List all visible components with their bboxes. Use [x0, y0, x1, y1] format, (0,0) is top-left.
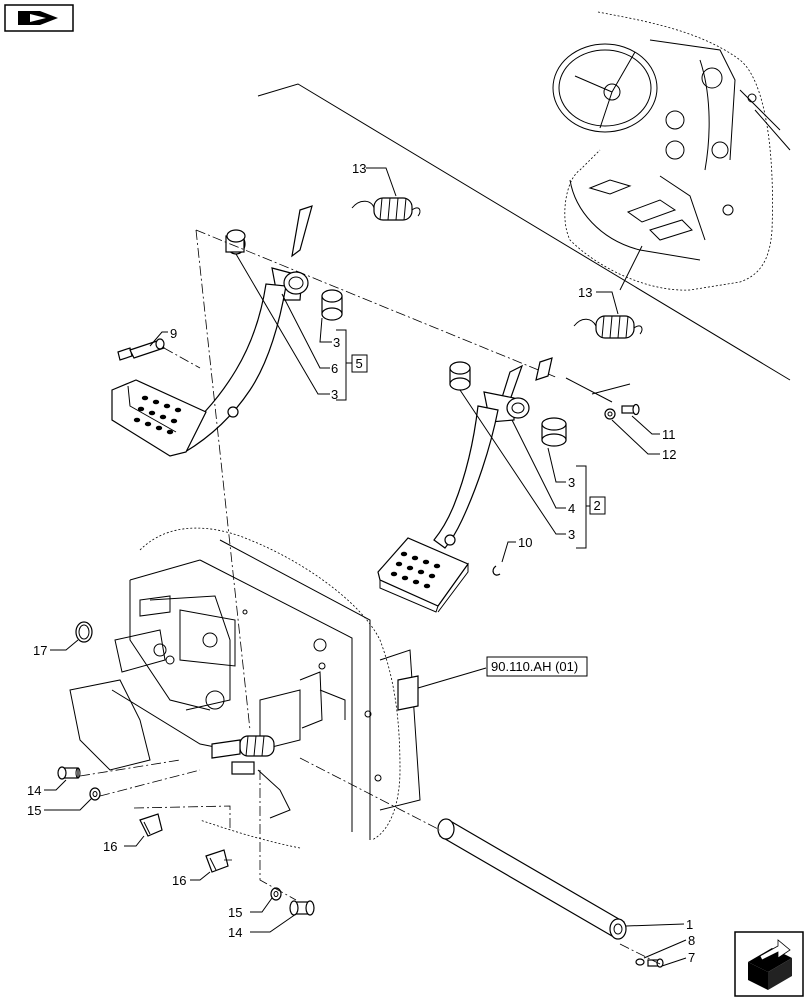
leader-1: [625, 923, 685, 927]
callout-4: 4: [568, 501, 575, 516]
callout-6: 6: [331, 361, 338, 376]
callout-13a: 13: [352, 161, 366, 176]
book-open-icon[interactable]: [4, 4, 74, 32]
leader-8: [643, 939, 687, 959]
group-label-5: 5: [356, 356, 363, 371]
leader-13b: [596, 291, 619, 315]
pin-14-left: [57, 766, 81, 780]
callout-14a: 14: [27, 783, 41, 798]
bushing-lower-left: [449, 361, 471, 391]
pedal-grip-dots-lower: [390, 551, 441, 589]
group-label-2: 2: [594, 498, 601, 513]
nut-12: [604, 408, 616, 420]
leader-6: [281, 293, 330, 369]
leader-3d: [459, 389, 566, 535]
leader-12: [611, 419, 660, 455]
reference-box-label: 90.110.AH (01): [491, 659, 578, 674]
frame-line: [257, 83, 791, 381]
clip-16-left: [139, 813, 163, 837]
leader-17: [50, 639, 79, 651]
callout-17: 17: [33, 643, 47, 658]
leader-16a: [124, 835, 145, 847]
bushing-upper-left: [225, 229, 246, 255]
retaining-clip-10: [492, 565, 501, 576]
callout-10: 10: [518, 535, 532, 550]
callout-16a: 16: [103, 839, 117, 854]
callout-3a: 3: [333, 335, 340, 350]
callout-8: 8: [688, 933, 695, 948]
reference-box[interactable]: [486, 656, 588, 677]
leader-3b: [235, 253, 330, 395]
inset-leader: [619, 245, 643, 291]
leader-10: [501, 541, 516, 563]
callout-3c: 3: [568, 475, 575, 490]
group-box-5: [351, 354, 368, 373]
callout-1: 1: [686, 917, 693, 932]
bolt-11: [621, 403, 640, 416]
screw-7: [647, 958, 664, 968]
callout-15b: 15: [228, 905, 242, 920]
pointer-11-12: [565, 377, 631, 403]
bracket-lower: [576, 465, 587, 549]
washer-8: [635, 958, 645, 966]
callout-16b: 16: [172, 873, 186, 888]
callout-3d: 3: [568, 527, 575, 542]
clevis-pin-9: [117, 338, 201, 369]
axis-upper: [195, 229, 559, 379]
bushing-lower-right: [541, 417, 567, 447]
washer-15-left: [89, 787, 101, 801]
pedal-grip-dots-upper: [133, 395, 182, 435]
cab-inset: [552, 11, 791, 291]
leader-15b: [250, 897, 273, 913]
leader-15a: [44, 797, 93, 811]
washer-15-lower: [270, 887, 282, 901]
return-spring-upper: [351, 197, 421, 221]
leader-16b: [190, 871, 211, 881]
leader-3a: [319, 317, 332, 343]
group-box-2: [589, 496, 606, 515]
pedal-support-bracket: [69, 527, 421, 849]
callout-3b: 3: [331, 387, 338, 402]
pin-14-lower: [289, 900, 315, 916]
next-page-arrow-icon[interactable]: [734, 931, 804, 997]
leader-11: [631, 415, 660, 435]
spring-assembly: [211, 735, 291, 819]
callout-13b: 13: [578, 285, 592, 300]
brake-pedal-upper: [111, 205, 313, 457]
leader-3c: [547, 447, 566, 483]
clutch-pedal-lower: [377, 357, 553, 613]
leader-14b: [250, 913, 297, 933]
axis-shaft: [299, 757, 441, 831]
leader-4: [511, 419, 566, 509]
clip-16-lower: [205, 849, 229, 873]
leader-14a: [44, 779, 67, 791]
callout-7: 7: [688, 950, 695, 965]
bracket-upper: [336, 329, 347, 401]
pedal-shaft-1: [437, 818, 627, 940]
reference-leader: [417, 667, 487, 689]
snap-ring-17: [75, 621, 93, 643]
leader-13a: [366, 167, 397, 197]
callout-9: 9: [170, 326, 177, 341]
leader-7: [661, 957, 687, 967]
callout-11: 11: [662, 427, 676, 442]
axis-vertical: [195, 229, 251, 731]
callout-15a: 15: [27, 803, 41, 818]
callout-12: 12: [662, 447, 676, 462]
bushing-upper-right: [321, 289, 343, 321]
callout-14b: 14: [228, 925, 242, 940]
return-spring-lower: [573, 315, 643, 339]
leader-9: [149, 331, 168, 347]
